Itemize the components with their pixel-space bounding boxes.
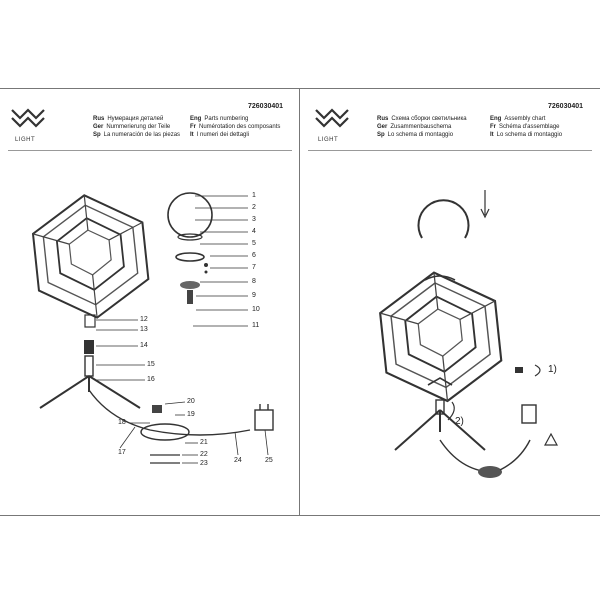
- part-number: 16: [147, 376, 155, 383]
- part-number: 25: [265, 457, 273, 464]
- article-code: 726030401: [248, 103, 284, 110]
- part-number: 19: [187, 411, 195, 418]
- part-number: 14: [140, 342, 148, 349]
- left-header-rule: [8, 150, 292, 151]
- tripod-base: [39, 375, 141, 409]
- sleeve: [84, 340, 94, 354]
- rotate-arrow: [424, 275, 456, 281]
- power-adapter: [254, 409, 274, 431]
- screw: [515, 367, 523, 373]
- brand-name: LIGHT: [15, 137, 36, 143]
- right-header-rule: [308, 150, 592, 151]
- part-number: 9: [252, 292, 256, 299]
- cube-frame: [28, 188, 153, 325]
- part-number: 2: [252, 204, 256, 211]
- step-label: 2): [455, 416, 464, 427]
- part-number: 5: [252, 240, 256, 247]
- part-number: 21: [200, 439, 208, 446]
- part-number: 17: [118, 449, 126, 456]
- rotate-arrow: [534, 364, 541, 377]
- part-number: 3: [252, 216, 256, 223]
- part-number: 11: [252, 322, 260, 329]
- part-number: 7: [252, 264, 256, 271]
- washer: [204, 270, 208, 274]
- page-frame: [0, 88, 600, 516]
- switch-housing: [140, 423, 190, 441]
- part-number: 6: [252, 252, 256, 259]
- part-number: 1: [252, 192, 256, 199]
- mw-logo-icon: [11, 108, 45, 128]
- step-label: 1): [548, 364, 557, 375]
- socket: [180, 281, 200, 289]
- part-number: 4: [252, 228, 256, 235]
- part-number: 20: [187, 398, 195, 405]
- switch-housing: [478, 466, 502, 478]
- lamp-holder: [177, 233, 203, 241]
- part-number: 22: [200, 451, 208, 458]
- cube-frame: [375, 265, 506, 409]
- globe-shade: [167, 192, 213, 238]
- cable: [88, 389, 251, 436]
- power-adapter: [521, 404, 537, 424]
- ring-nut: [175, 252, 205, 262]
- part-number: 23: [200, 460, 208, 467]
- screw: [204, 263, 208, 267]
- top-cap: [84, 314, 96, 328]
- rod: [84, 355, 94, 377]
- rotate-arrow: [447, 401, 455, 421]
- page-divider: [299, 88, 300, 516]
- tripod-base: [394, 409, 486, 451]
- warning-icon: [543, 432, 559, 446]
- part-number: 10: [252, 306, 260, 313]
- nipple: [187, 290, 193, 304]
- brand-name: LIGHT: [318, 137, 339, 143]
- part-number: 8: [252, 278, 256, 285]
- switch-button: [152, 405, 162, 413]
- part-number: 12: [140, 316, 148, 323]
- part-number: 24: [234, 457, 242, 464]
- part-number: 15: [147, 361, 155, 368]
- part-number: 18: [118, 419, 126, 426]
- article-code: 726030401: [548, 103, 584, 110]
- mw-logo-icon: [315, 108, 349, 128]
- globe-shade: [417, 199, 470, 239]
- cable: [439, 439, 491, 473]
- part-number: 13: [140, 326, 148, 333]
